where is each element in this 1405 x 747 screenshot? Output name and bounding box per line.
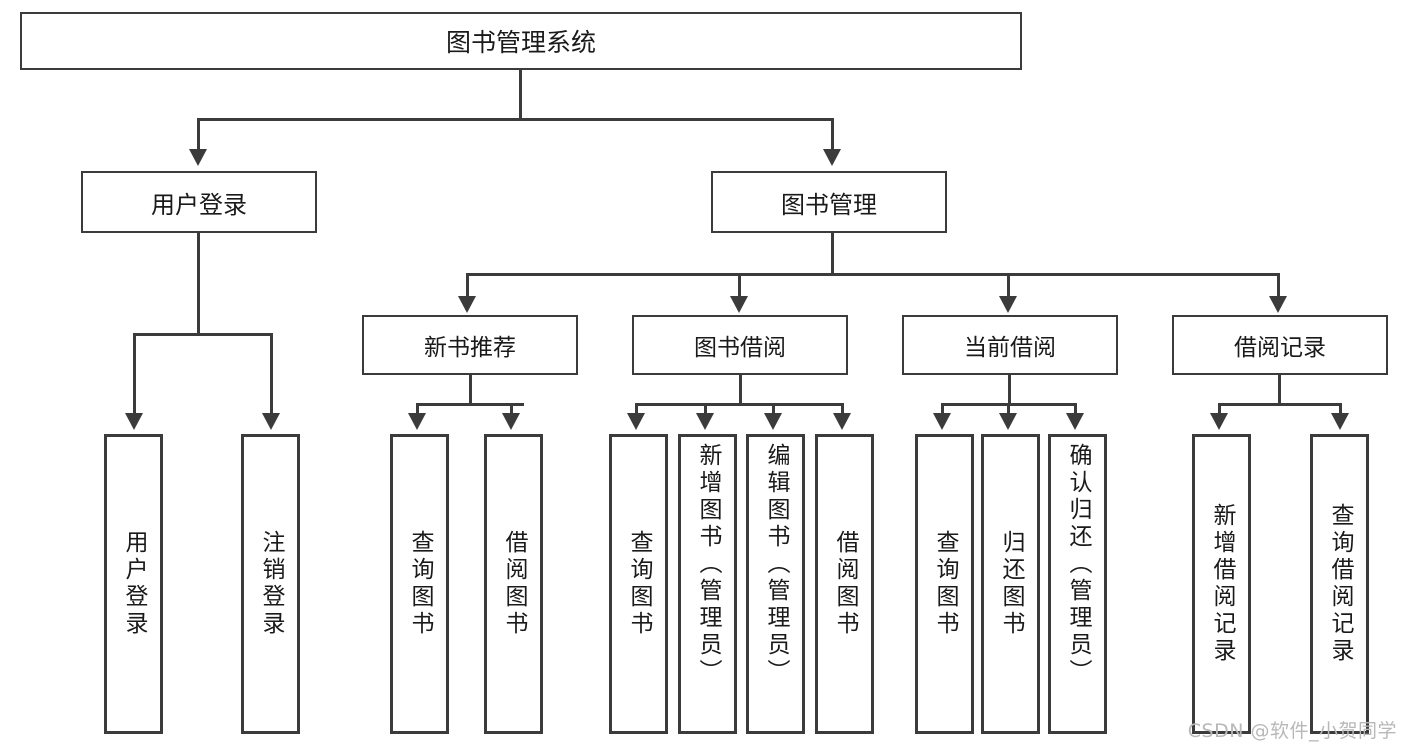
arrowhead-return-book <box>999 413 1017 430</box>
leaf-label: 查询图书 <box>932 530 958 638</box>
connector-book-borrow-bar <box>635 403 844 406</box>
connector-borrow-record-stem <box>1278 375 1281 405</box>
leaf-borrow-book-recommend[interactable]: 借阅图书 <box>484 434 543 734</box>
connector-current-borrow-stem <box>1008 375 1011 405</box>
connector-current-borrow-child-2 <box>1007 403 1010 415</box>
leaf-label: 借阅图书 <box>832 530 858 638</box>
node-label: 图书管理 <box>781 190 877 219</box>
arrowhead-add-record <box>1210 413 1228 430</box>
node-label: 用户登录 <box>151 190 247 219</box>
leaf-label: 注销登录 <box>258 530 284 638</box>
connector-book-borrow-stem <box>739 375 742 405</box>
arrowhead-book-mgmt <box>823 149 841 166</box>
leaf-edit-book[interactable]: 编辑图书（管理员） <box>746 434 805 734</box>
connector-current-borrow-child-1 <box>941 403 944 415</box>
node-label: 借阅记录 <box>1234 335 1326 361</box>
watermark-text: CSDN @软件_小贺同学 <box>1187 720 1397 742</box>
connector-current-borrow-child-3 <box>1074 403 1077 415</box>
arrowhead-current-borrow <box>999 296 1017 313</box>
leaf-label: 编辑图书（管理员） <box>763 443 789 686</box>
connector-book-mgmt-stem <box>831 233 834 275</box>
connector-book-borrow-child-1 <box>635 403 638 415</box>
connector-root-stem <box>519 70 522 120</box>
node-current-borrow[interactable]: 当前借阅 <box>902 315 1118 375</box>
leaf-add-borrow-record[interactable]: 新增借阅记录 <box>1192 434 1251 734</box>
leaf-add-book[interactable]: 新增图书（管理员） <box>678 434 737 734</box>
connector-book-borrow-child-2 <box>704 403 707 415</box>
connector-book-mgmt-bar <box>466 273 1280 276</box>
arrowhead-new-book <box>458 296 476 313</box>
leaf-return-book[interactable]: 归还图书 <box>981 434 1040 734</box>
arrowhead-query-book-3 <box>933 413 951 430</box>
connector-to-new-book <box>466 273 469 299</box>
leaf-label: 确认归还（管理员） <box>1065 443 1091 686</box>
connector-root-to-user-login <box>197 118 200 151</box>
leaf-label: 新增图书（管理员） <box>695 443 721 686</box>
connector-new-book-bar <box>416 403 524 406</box>
leaf-label: 借阅图书 <box>501 530 527 638</box>
arrowhead-user-login <box>189 149 207 166</box>
leaf-query-book-borrow[interactable]: 查询图书 <box>609 434 668 734</box>
leaf-label: 用户登录 <box>121 530 147 638</box>
connector-new-book-stem <box>469 375 472 405</box>
connector-book-borrow-child-3 <box>772 403 775 415</box>
node-label: 新书推荐 <box>424 335 516 361</box>
arrowhead-borrow-record <box>1269 296 1287 313</box>
arrowhead-query-book-2 <box>627 413 645 430</box>
connector-user-login-child-1 <box>133 333 136 415</box>
connector-borrow-record-bar <box>1218 403 1342 406</box>
node-label: 图书管理系统 <box>445 28 596 57</box>
leaf-query-book-current[interactable]: 查询图书 <box>915 434 974 734</box>
leaf-label: 查询图书 <box>407 530 433 638</box>
connector-root-to-book-mgmt <box>831 118 834 151</box>
connector-user-login-child-2 <box>270 333 273 415</box>
leaf-user-login[interactable]: 用户登录 <box>104 434 163 734</box>
connector-to-current-borrow <box>1007 273 1010 299</box>
arrowhead-leaf-logout <box>262 413 280 430</box>
leaf-confirm-return[interactable]: 确认归还（管理员） <box>1048 434 1107 734</box>
connector-borrow-record-child-1 <box>1218 403 1221 415</box>
arrowhead-query-book-1 <box>408 413 426 430</box>
arrowhead-borrow-book-2 <box>833 413 851 430</box>
arrowhead-leaf-user-login <box>125 413 143 430</box>
node-label: 当前借阅 <box>964 335 1056 361</box>
arrowhead-add-book <box>696 413 714 430</box>
connector-user-login-stem <box>197 233 200 335</box>
leaf-label: 查询图书 <box>626 530 652 638</box>
connector-new-book-child-2 <box>510 403 513 415</box>
connector-to-book-borrow <box>738 273 741 299</box>
connector-book-borrow-child-4 <box>841 403 844 415</box>
connector-borrow-record-child-2 <box>1339 403 1342 415</box>
leaf-label: 归还图书 <box>998 530 1024 638</box>
leaf-borrow-book[interactable]: 借阅图书 <box>815 434 874 734</box>
node-new-book-recommend[interactable]: 新书推荐 <box>362 315 578 375</box>
arrowhead-borrow-book-1 <box>502 413 520 430</box>
leaf-logout[interactable]: 注销登录 <box>241 434 300 734</box>
leaf-label: 查询借阅记录 <box>1327 503 1353 665</box>
arrowhead-edit-book <box>764 413 782 430</box>
arrowhead-query-record <box>1331 413 1349 430</box>
connector-to-borrow-record <box>1277 273 1280 299</box>
leaf-label: 新增借阅记录 <box>1209 503 1235 665</box>
connector-root-bar <box>197 118 834 121</box>
arrowhead-book-borrow <box>730 296 748 313</box>
arrowhead-confirm-return <box>1066 413 1084 430</box>
node-label: 图书借阅 <box>694 335 786 361</box>
leaf-query-book-recommend[interactable]: 查询图书 <box>390 434 449 734</box>
node-root-system[interactable]: 图书管理系统 <box>20 12 1022 70</box>
node-book-management[interactable]: 图书管理 <box>711 171 947 233</box>
node-user-login[interactable]: 用户登录 <box>81 171 317 233</box>
connector-new-book-child-1 <box>416 403 419 415</box>
node-book-borrow[interactable]: 图书借阅 <box>632 315 848 375</box>
node-borrow-record[interactable]: 借阅记录 <box>1172 315 1388 375</box>
leaf-query-borrow-record[interactable]: 查询借阅记录 <box>1310 434 1369 734</box>
connector-user-login-bar <box>133 333 273 336</box>
